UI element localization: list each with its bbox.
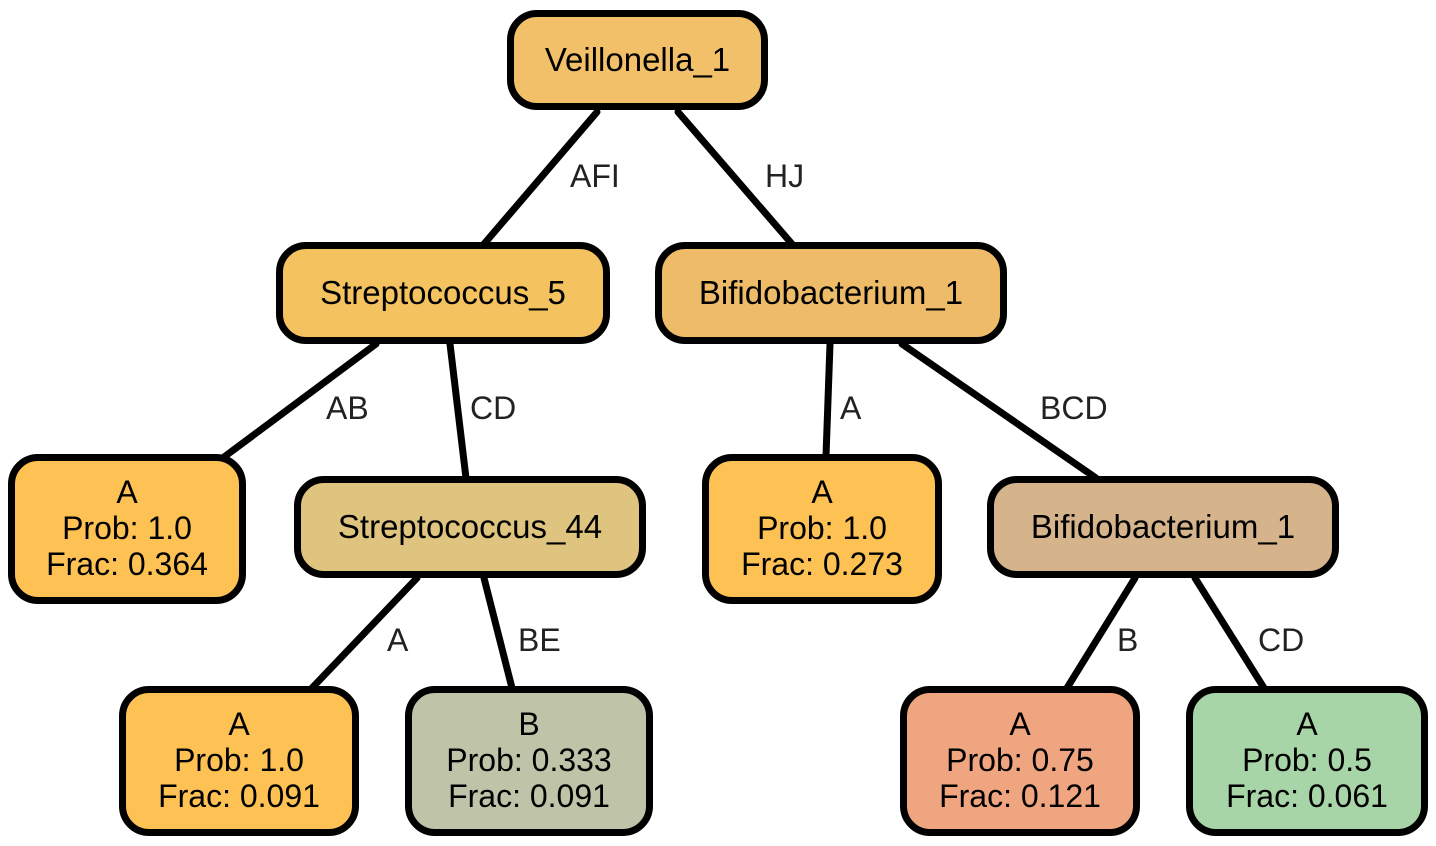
- edge-line-ab: [220, 340, 380, 461]
- leaf-node-be[interactable]: B Prob: 0.333 Frac: 0.091: [405, 686, 653, 836]
- leaf-prob: Prob: 1.0: [62, 510, 192, 547]
- leaf-class-label: A: [1009, 706, 1031, 743]
- edge-label-afi: AFI: [570, 158, 620, 194]
- leaf-frac: Frac: 0.091: [158, 777, 320, 814]
- leaf-frac: Frac: 0.091: [448, 777, 610, 814]
- node-streptococcus-44[interactable]: Streptococcus_44: [294, 476, 646, 578]
- leaf-frac: Frac: 0.364: [46, 545, 208, 582]
- leaf-node-ab[interactable]: A Prob: 1.0 Frac: 0.364: [8, 454, 246, 604]
- edge-label-a2: A: [387, 622, 409, 658]
- node-veillonella-1-root[interactable]: Veillonella_1: [507, 10, 768, 110]
- node-label: Streptococcus_44: [337, 507, 603, 545]
- leaf-class-label: A: [1296, 706, 1318, 743]
- leaf-class-label: A: [116, 474, 138, 511]
- edge-label-b: B: [1117, 622, 1139, 658]
- edge-line-be: [480, 574, 516, 692]
- leaf-node-cd[interactable]: A Prob: 0.5 Frac: 0.061: [1186, 686, 1428, 836]
- leaf-class-label: A: [811, 474, 833, 511]
- leaf-frac: Frac: 0.121: [939, 777, 1101, 814]
- edge-label-bcd: BCD: [1040, 390, 1108, 426]
- edge-label-be: BE: [518, 622, 561, 658]
- edge-line-cd2: [1191, 574, 1268, 692]
- leaf-prob: Prob: 0.75: [946, 742, 1094, 779]
- edge-label-hj: HJ: [765, 158, 805, 194]
- edge-line-b: [1063, 574, 1139, 692]
- edge-label-cd2: CD: [1258, 622, 1305, 658]
- leaf-node-a-strep44[interactable]: A Prob: 1.0 Frac: 0.091: [119, 686, 359, 836]
- node-label: Veillonella_1: [544, 40, 731, 78]
- edge-label-a1: A: [840, 390, 862, 426]
- edge-line-cd1: [446, 340, 470, 482]
- leaf-prob: Prob: 1.0: [174, 742, 304, 779]
- edge-line-afi: [480, 108, 601, 248]
- leaf-class-label: B: [518, 706, 540, 743]
- node-streptococcus-5[interactable]: Streptococcus_5: [276, 242, 610, 344]
- node-bifidobacterium-1-child[interactable]: Bifidobacterium_1: [987, 476, 1339, 578]
- leaf-prob: Prob: 0.5: [1242, 742, 1372, 779]
- leaf-node-a-bifido[interactable]: A Prob: 1.0 Frac: 0.273: [702, 454, 942, 604]
- edge-label-cd1: CD: [470, 390, 517, 426]
- leaf-frac: Frac: 0.061: [1226, 777, 1388, 814]
- node-label: Bifidobacterium_1: [698, 273, 964, 311]
- leaf-node-b[interactable]: A Prob: 0.75 Frac: 0.121: [900, 686, 1140, 836]
- edge-line-a2: [308, 574, 421, 692]
- leaf-prob: Prob: 0.333: [446, 742, 612, 779]
- node-label: Bifidobacterium_1: [1030, 507, 1296, 545]
- edge-label-ab: AB: [326, 390, 369, 426]
- edge-line-hj: [674, 108, 796, 248]
- node-label: Streptococcus_5: [320, 273, 566, 311]
- leaf-class-label: A: [228, 706, 250, 743]
- node-bifidobacterium-1[interactable]: Bifidobacterium_1: [655, 242, 1007, 344]
- edge-line-a1: [822, 340, 834, 460]
- leaf-prob: Prob: 1.0: [757, 510, 887, 547]
- edge-line-bcd: [898, 340, 1100, 482]
- leaf-frac: Frac: 0.273: [741, 545, 903, 582]
